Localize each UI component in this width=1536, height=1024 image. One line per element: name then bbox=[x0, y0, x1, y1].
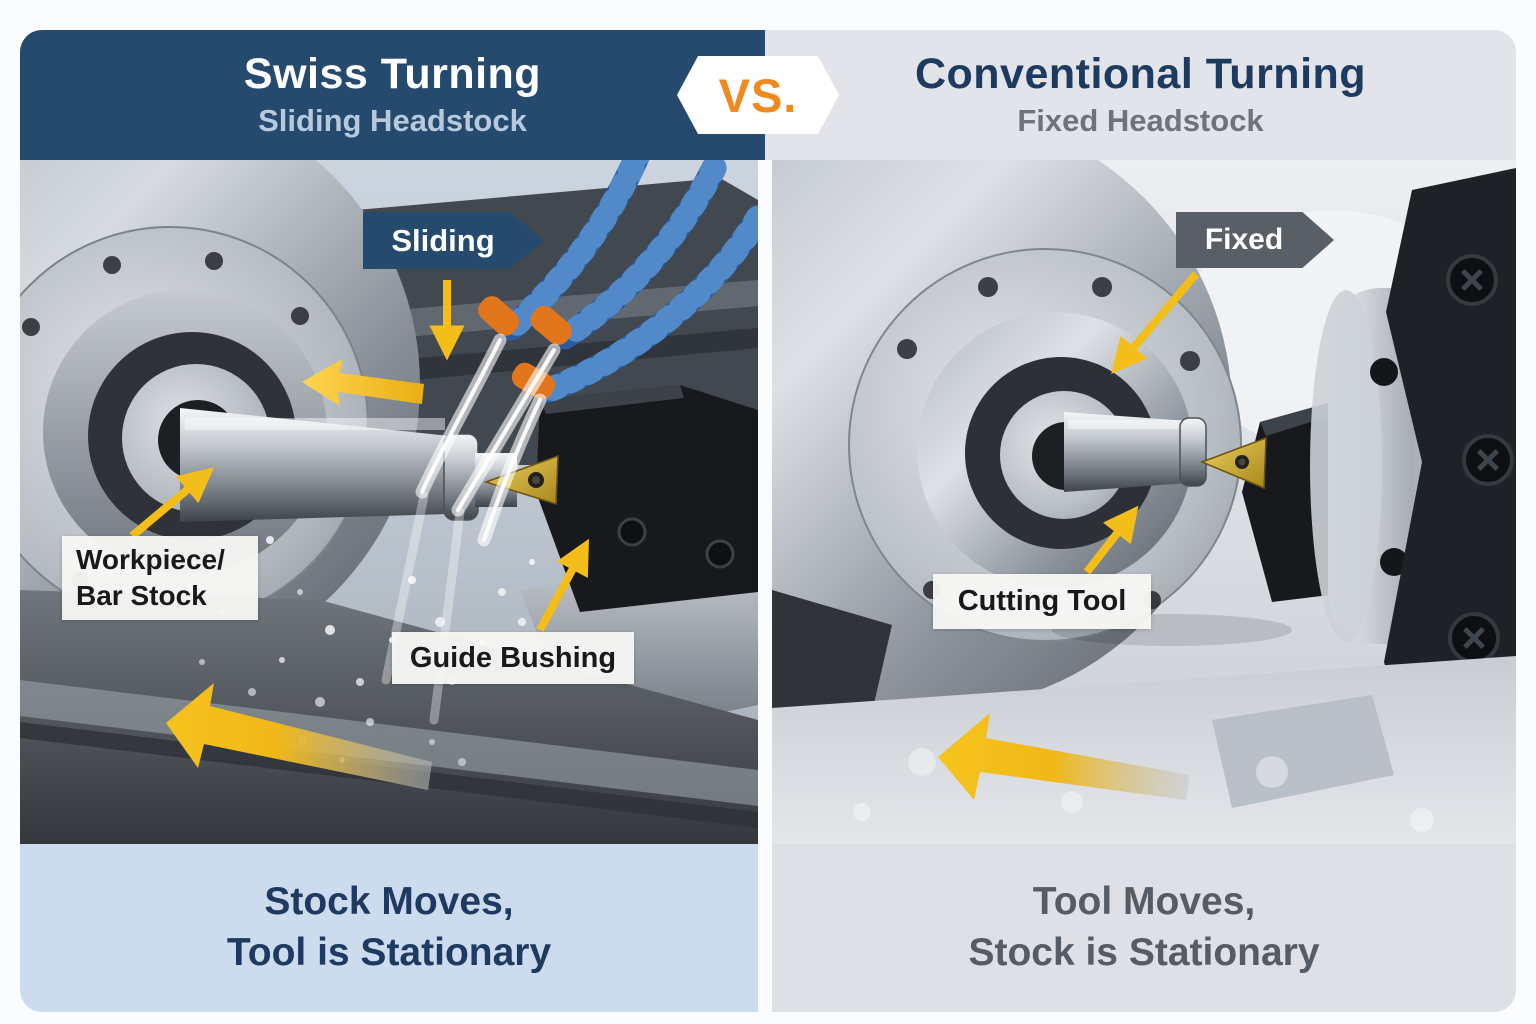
guide-bushing-label: Guide Bushing bbox=[392, 632, 634, 684]
left-subtitle: Sliding Headstock bbox=[258, 102, 527, 138]
left-title: Swiss Turning bbox=[243, 50, 542, 99]
coolant-spray bbox=[381, 333, 561, 725]
cutting-tool-label: Cutting Tool bbox=[933, 574, 1151, 629]
sliding-tag: Sliding bbox=[363, 212, 545, 269]
right-caption-line1: Tool Moves, bbox=[1032, 880, 1256, 924]
conventional-scene bbox=[772, 160, 1516, 844]
right-title: Conventional Turning bbox=[914, 50, 1367, 99]
left-caption: Stock Moves, Tool is Stationary bbox=[20, 844, 758, 1012]
right-subtitle: Fixed Headstock bbox=[1017, 102, 1264, 138]
right-header: Conventional Turning Fixed Headstock bbox=[765, 30, 1516, 160]
workpiece-label-line2: Bar Stock bbox=[76, 580, 207, 611]
left-caption-line2: Tool is Stationary bbox=[226, 931, 552, 974]
right-caption: Tool Moves, Stock is Stationary bbox=[772, 844, 1516, 1012]
left-header: Swiss Turning Sliding Headstock bbox=[20, 30, 765, 160]
vs-badge-icon: VS. bbox=[677, 56, 839, 134]
right-caption-line2: Stock is Stationary bbox=[968, 931, 1320, 974]
workpiece-bar-stock-label: Workpiece/ Bar Stock bbox=[62, 536, 258, 620]
stationary-bar-stock bbox=[1064, 412, 1207, 492]
left-caption-line1: Stock Moves, bbox=[264, 880, 514, 924]
conventional-turning-photo bbox=[772, 160, 1516, 844]
coolant-hoses bbox=[478, 160, 758, 403]
workpiece-label-line1: Workpiece/ bbox=[76, 543, 225, 575]
fixed-tag: Fixed bbox=[1176, 212, 1334, 268]
